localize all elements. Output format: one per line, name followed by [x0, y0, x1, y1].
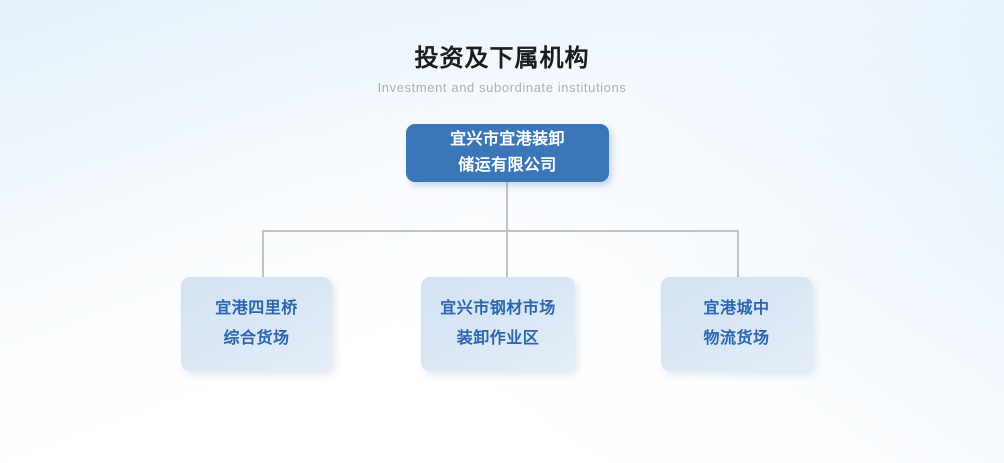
org-node-child-1-line-1: 宜港四里桥: [215, 300, 298, 317]
page-header: 投资及下属机构 Investment and subordinate insti…: [0, 44, 1004, 96]
org-node-root-line-2: 储运有限公司: [458, 157, 557, 174]
org-node-child-2-line-1: 宜兴市钢材市场: [440, 300, 556, 317]
org-node-child-3[interactable]: 宜港城中 物流货场: [661, 277, 812, 371]
org-node-child-2[interactable]: 宜兴市钢材市场 装卸作业区: [421, 277, 575, 371]
page-title: 投资及下属机构: [414, 45, 590, 72]
org-node-child-2-line-2: 装卸作业区: [456, 330, 540, 347]
org-node-child-1-line-2: 综合货场: [223, 330, 290, 347]
connector-drop-child-1: [262, 230, 264, 277]
org-node-child-3-line-2: 物流货场: [703, 330, 770, 347]
org-node-root[interactable]: 宜兴市宜港装卸 储运有限公司: [406, 124, 609, 182]
connector-drop-child-3: [737, 230, 739, 277]
org-node-root-line-1: 宜兴市宜港装卸: [450, 131, 565, 148]
org-node-child-3-line-1: 宜港城中: [703, 300, 770, 317]
page-subtitle: Investment and subordinate institutions: [377, 80, 627, 95]
connector-root-stem: [506, 181, 508, 277]
connector-horizontal-bus: [262, 230, 739, 232]
org-node-child-1[interactable]: 宜港四里桥 综合货场: [181, 277, 332, 371]
